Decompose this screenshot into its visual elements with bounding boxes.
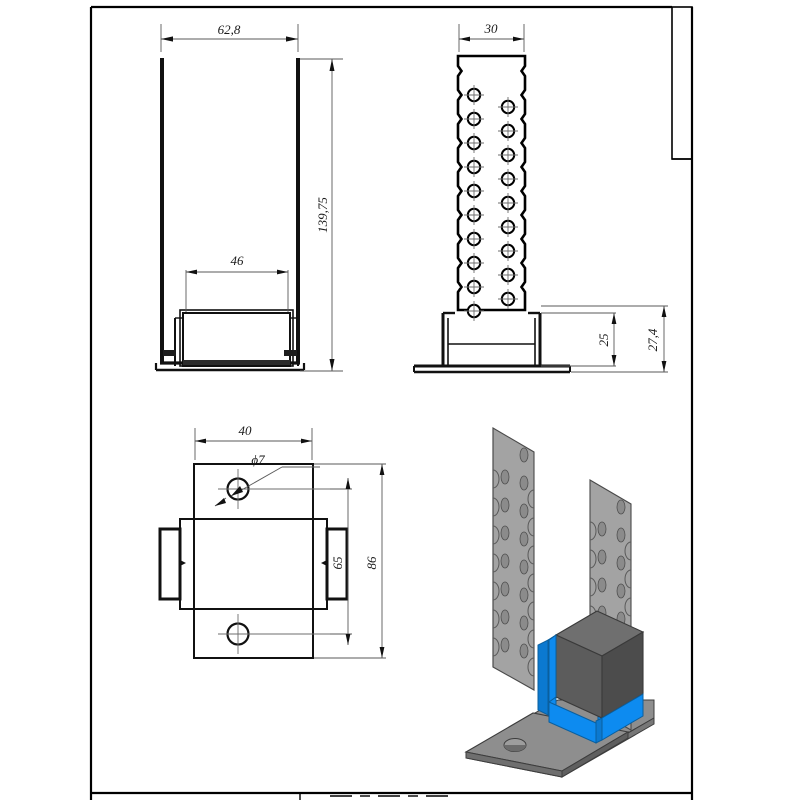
hole-column-left: [464, 85, 484, 321]
dimension-label-strip-width: 30: [484, 21, 499, 36]
hole-column-right: [498, 97, 518, 309]
iso-dark-box: [554, 610, 645, 719]
dimension-label-base-inner-height: 25: [596, 333, 611, 347]
dimension-plate-length: 86: [314, 463, 386, 659]
view-isometric: [464, 427, 655, 778]
dimension-strip-width: 30: [458, 21, 525, 52]
title-block: [91, 791, 692, 800]
dimension-label-overall-height: 139,75: [315, 197, 330, 233]
front-inner-body: [174, 309, 299, 367]
dimension-label-hole-diameter: ϕ7: [251, 452, 265, 467]
dimension-plate-width: 40: [194, 423, 313, 460]
plan-hole-bottom: [218, 614, 330, 654]
dimension-label-overall-width: 62,8: [218, 22, 241, 37]
dimension-base-outer-height: 27,4: [541, 305, 668, 373]
iso-blue-front-edge: [548, 634, 644, 744]
dimension-label-plate-width: 40: [239, 423, 253, 438]
dimension-hole-centres: 65: [330, 478, 352, 645]
dimension-overall-width: 62,8: [160, 22, 299, 52]
iso-plate-left: [492, 427, 535, 691]
side-base-bracket: [413, 311, 571, 374]
dimension-overall-height: 139,75: [300, 58, 343, 372]
dimension-label-base-outer-height: 27,4: [645, 328, 660, 351]
dimension-label-hole-centres: 65: [330, 556, 345, 570]
dimension-base-inner-height: 25: [541, 312, 617, 367]
dimension-label-inner-width: 46: [231, 253, 245, 268]
view-front: 62,8 46 139,75: [154, 22, 343, 372]
dimension-label-plate-length: 86: [364, 556, 379, 570]
dimension-inner-width: 46: [185, 253, 289, 312]
drawing-frame: [89, 5, 694, 800]
view-plan: 40 ϕ7 65 86: [158, 423, 386, 659]
iso-blue-bottom-flange: [548, 701, 597, 744]
view-side: 30 25 27,4: [413, 21, 668, 374]
dimension-hole-diameter: ϕ7: [214, 452, 320, 507]
